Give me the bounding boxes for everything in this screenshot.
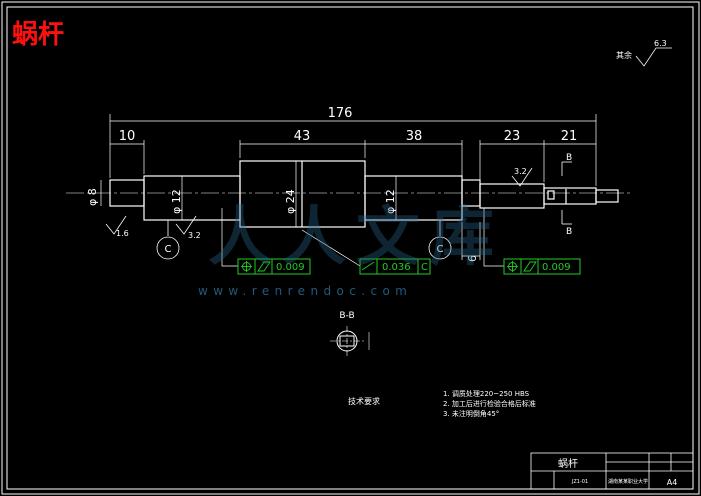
section-letter-top: B: [566, 153, 572, 163]
section-view-b: [330, 326, 370, 356]
dim-left-end: 10: [119, 129, 136, 144]
dimension-lines: [100, 114, 597, 260]
dim-right-mid: 38: [406, 129, 423, 144]
tol-left-value: 0.009: [276, 262, 305, 273]
title-block-drawing-no: JZ1-01: [571, 479, 588, 485]
dim-right-b: 21: [561, 129, 578, 144]
title-block: [530, 452, 694, 490]
roughness-note-label: 其余: [616, 50, 632, 60]
section-markers: [561, 161, 572, 225]
tech-item-1: 1. 调质处理220~250 HBS: [443, 389, 530, 398]
datum-symbols: [156, 220, 452, 260]
tech-item-3: 3. 未注明倒角45°: [443, 409, 499, 418]
tech-item-2: 2. 加工后进行检验合格后标准: [443, 399, 536, 408]
title-block-school: 湖南某某职业大学: [608, 478, 648, 485]
tolerance-frames: [237, 258, 581, 275]
dim-dia-seat2: φ 12: [384, 189, 397, 214]
watermark-logo: 人人文库: [208, 201, 504, 275]
dim-right-a: 23: [504, 129, 521, 144]
tol-middle-datum: C: [421, 262, 428, 273]
section-view-label: B-B: [339, 311, 354, 321]
dim-small-len: 6: [466, 255, 479, 262]
datum-letter-right: C: [437, 244, 444, 255]
dim-overall: 176: [328, 106, 353, 121]
roughness-note-value: 6.3: [654, 39, 667, 48]
tolerance-symbols: [241, 261, 537, 272]
dim-dia-core: φ 24: [284, 189, 297, 214]
tol-middle-value: 0.036: [382, 262, 411, 273]
tech-heading: 技术要求: [348, 396, 380, 406]
datum-letter-left: C: [165, 244, 172, 255]
dim-mid: 43: [294, 129, 311, 144]
watermark-url: www.renrendoc.com: [198, 284, 413, 298]
tol-right-value: 0.009: [542, 262, 571, 273]
section-letter-bottom: B: [566, 227, 572, 237]
shaft-outline: [109, 160, 619, 228]
page-title: 蜗杆: [12, 20, 65, 50]
roughness-r2: 3.2: [188, 231, 201, 240]
roughness-marks: [105, 47, 672, 235]
tolerance-leaders: [221, 208, 504, 267]
inner-border: [6, 6, 694, 490]
roughness-r1: 1.6: [116, 229, 129, 238]
title-block-name: 蜗杆: [558, 458, 578, 470]
title-block-scale: A4: [667, 478, 678, 487]
dim-dia-left: φ 8: [86, 188, 99, 206]
roughness-r3: 3.2: [514, 167, 527, 176]
dim-dia-seat1: φ 12: [170, 189, 183, 214]
